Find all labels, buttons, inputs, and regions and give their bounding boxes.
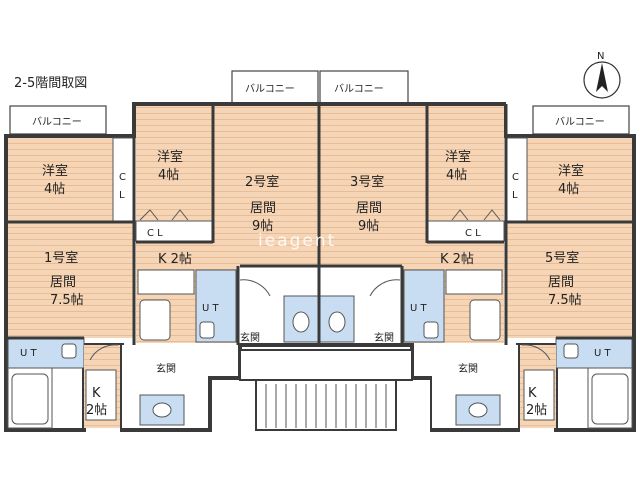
unit3-entrance-label: 玄関 [374, 331, 394, 344]
unit3-living [320, 106, 426, 266]
unit5-living [506, 223, 632, 338]
unit1-name: 1号室 [44, 250, 78, 266]
kitchen-counter [85, 269, 555, 421]
unit5-entrance-label: 玄関 [458, 362, 478, 375]
unit1-closet-label-l: L [119, 190, 125, 201]
balcony-center-right: バルコニー [319, 70, 409, 104]
door-swings [89, 209, 551, 361]
unit2-name: 2号室 [245, 174, 279, 190]
unit3-closet-label: C L [465, 228, 481, 239]
unit3-western-room [428, 106, 504, 221]
unit1-western-size: 4帖 [44, 182, 65, 197]
unit5-living-label: 居間 [548, 275, 574, 290]
unit3-kitchen-label: K 2帖 [440, 252, 474, 267]
unit1-living [8, 223, 134, 338]
watermark: ieagent [258, 231, 336, 251]
unit1-kitchen-label: K [92, 386, 101, 401]
unit5-western-size: 4帖 [558, 182, 579, 197]
toilet-icons [152, 311, 488, 418]
unit5-western-room [527, 138, 632, 221]
balcony-right: バルコニー [532, 105, 630, 135]
plan-title: 2-5階間取図 [14, 76, 87, 91]
unit5-western-room-label: 洋室 [558, 163, 584, 179]
unit3-living-size: 9帖 [358, 219, 379, 234]
unit1-ut-label: U T [20, 348, 37, 359]
unit2-living-size: 9帖 [252, 219, 273, 234]
unit2-ut-label: U T [202, 303, 219, 314]
unit5-ut-label: U T [594, 348, 611, 359]
north-arrow-icon: N [583, 51, 621, 99]
unit5-name: 5号室 [545, 250, 579, 266]
balcony-label: バルコニー [555, 116, 605, 128]
unit2-entrance-label: 玄関 [240, 331, 260, 344]
bathtub-icons [11, 299, 629, 425]
unit2-kitchen-label: K 2帖 [158, 252, 192, 267]
unit5-closet-label-c: C [512, 172, 519, 183]
unit2-living-label: 居間 [250, 201, 276, 216]
balcony-center-left: バルコニー [231, 70, 319, 104]
unit2-western-size: 4帖 [158, 168, 179, 183]
unit3-living-label: 居間 [356, 201, 382, 216]
unit1-entrance-label: 玄関 [156, 362, 176, 375]
unit5-kitchen-size: 2帖 [526, 403, 547, 418]
unit5-kitchen-label: K [528, 386, 537, 401]
unit2-western-room [136, 106, 212, 221]
stairwell [239, 349, 413, 431]
unit3-ut-label: U T [410, 303, 427, 314]
sink-icons [61, 321, 579, 359]
unit3-name: 3号室 [350, 174, 384, 190]
unit3-western-size: 4帖 [446, 168, 467, 183]
unit1-western-room-label: 洋室 [42, 163, 68, 179]
balcony-label: バルコニー [32, 116, 82, 128]
balcony-label: バルコニー [245, 83, 295, 95]
unit1-western-room [8, 138, 113, 221]
unit2-western-room-label: 洋室 [157, 149, 183, 165]
unit3-western-room-label: 洋室 [445, 149, 471, 165]
unit1-kitchen-size: 2帖 [86, 403, 107, 418]
compass-label: N [597, 51, 604, 62]
balcony-left: バルコニー [9, 105, 107, 135]
balcony-label: バルコニー [334, 83, 384, 95]
interior-walls [6, 104, 634, 345]
unit1-living-size: 7.5帖 [50, 293, 84, 308]
unit5-living-size: 7.5帖 [548, 293, 582, 308]
unit2-closet-label: C L [147, 228, 163, 239]
unit5-closet-label-l: L [512, 190, 518, 201]
unit1-living-label: 居間 [50, 275, 76, 290]
unit2-living [214, 106, 318, 266]
unit1-closet-label-c: C [119, 172, 126, 183]
